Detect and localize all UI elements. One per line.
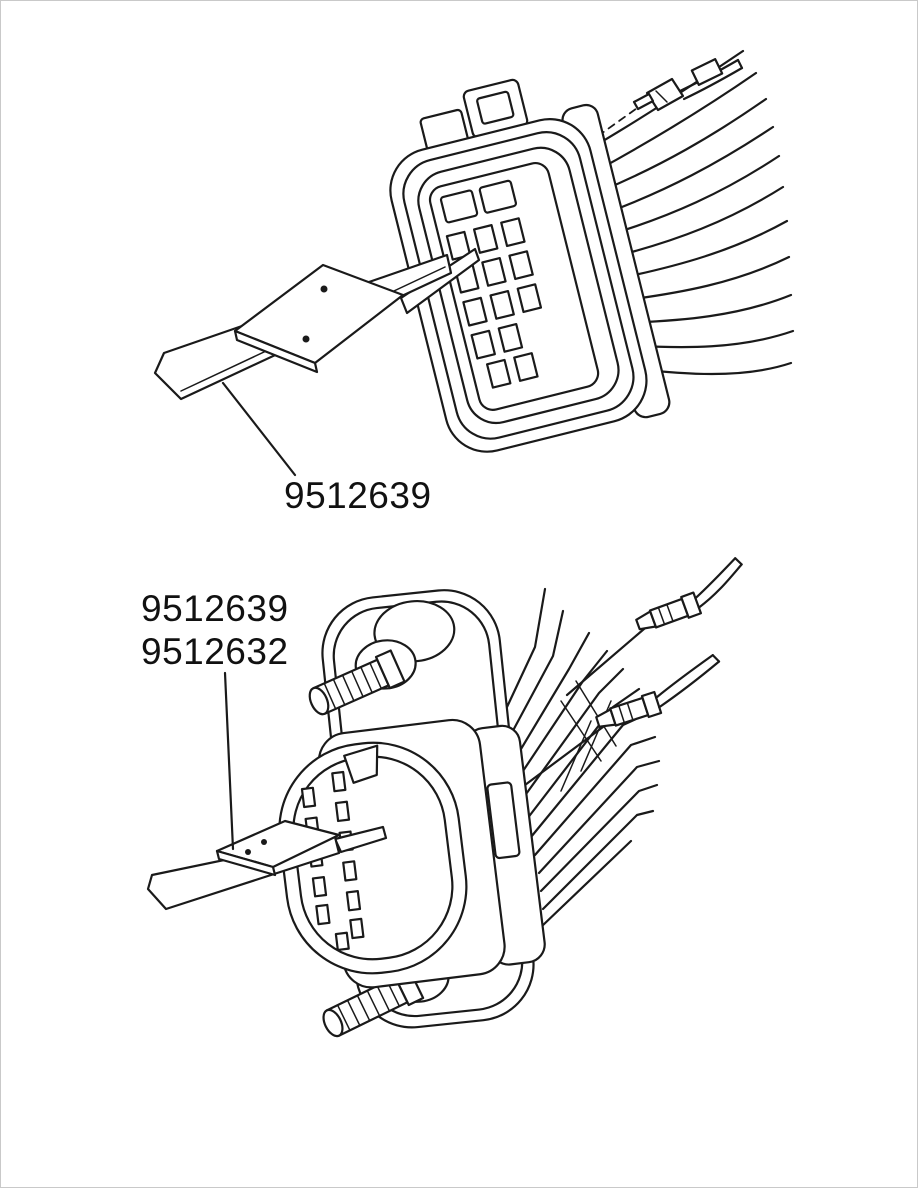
leader-line-top [221,381,297,477]
top-figure [153,49,795,477]
part-number-label-bottom-1: 9512639 [141,588,289,629]
loose-terminal-2-icon [523,654,721,787]
part-number-label-bottom-2: 9512632 [141,631,289,672]
threaded-stud-top-icon [308,649,406,716]
part-number-label-group-bottom: 9512639 9512632 [141,587,289,673]
part-number-label-top: 9512639 [284,475,432,516]
connector-shroud-icon [278,741,468,975]
removal-tool-bottom-icon [146,819,388,911]
bottom-figure [146,557,743,1038]
loose-terminal-top-icon [597,58,744,137]
loose-terminal-1-icon [565,557,743,697]
leader-line-bottom [223,671,235,851]
connector-housing-top-icon [389,78,671,453]
removal-tool-top-icon [153,247,481,401]
